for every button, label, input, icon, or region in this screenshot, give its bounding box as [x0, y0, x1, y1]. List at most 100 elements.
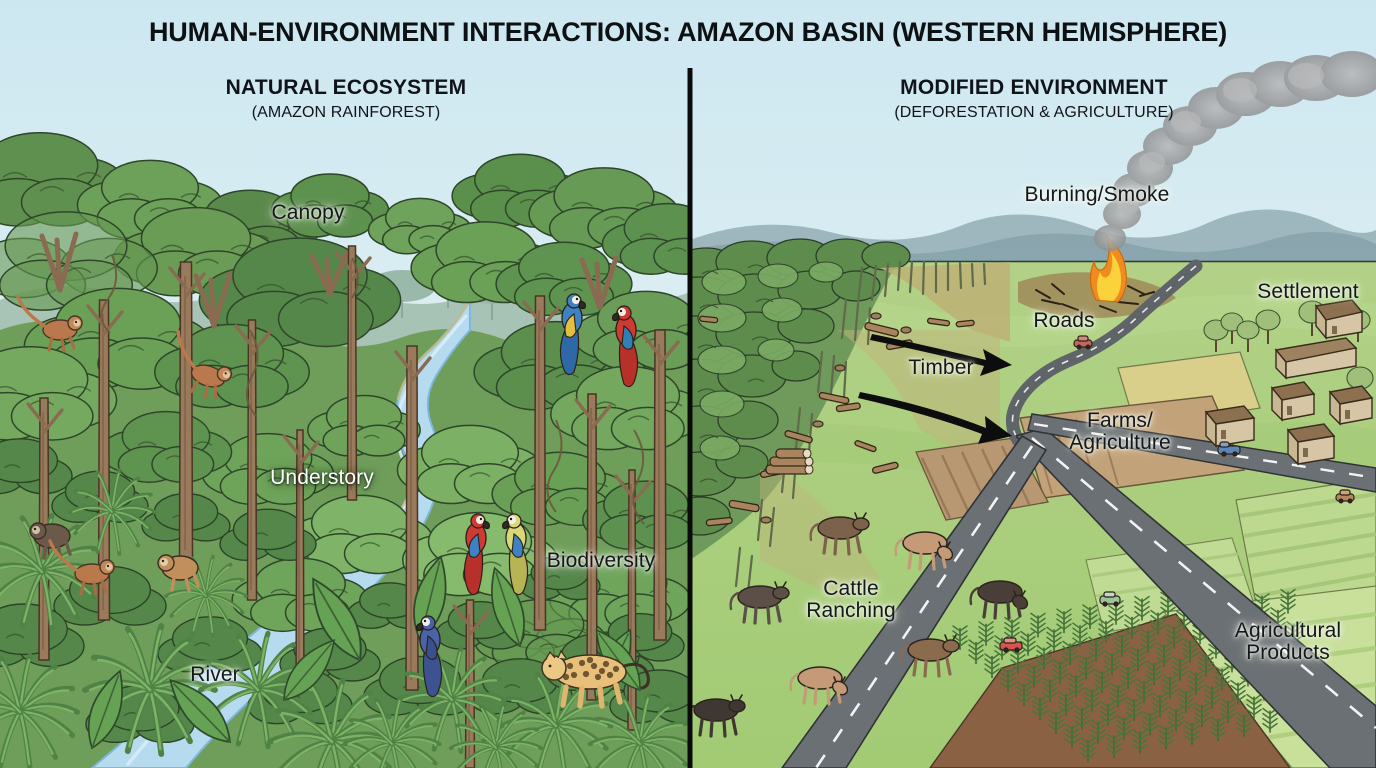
macaw	[463, 513, 490, 596]
emergent-tree-trunk	[193, 271, 233, 329]
crop-plant	[1158, 724, 1174, 750]
crop-plant	[1046, 626, 1062, 652]
crop-plant	[1124, 614, 1140, 639]
crop-plant	[1104, 650, 1120, 676]
crop-plant	[1168, 706, 1184, 732]
crop-plant	[1132, 728, 1148, 754]
understory-bush	[0, 603, 85, 668]
remnant-forest-right	[690, 238, 911, 560]
tree-trunk	[574, 393, 612, 701]
log-pile	[765, 448, 814, 475]
monkey	[48, 539, 115, 597]
crop-plant	[1262, 707, 1278, 733]
left-panel-scene	[0, 131, 690, 768]
crop-plant	[1016, 681, 1032, 706]
cow	[789, 666, 849, 706]
right-panel-heading-sub: (DEFORESTATION & AGRICULTURE)	[894, 104, 1174, 121]
crop-plant	[952, 625, 968, 650]
understory-bush	[609, 669, 690, 724]
monkey	[176, 329, 233, 399]
crop-plant	[1150, 609, 1166, 635]
emergent-tree-trunk	[39, 231, 79, 293]
palm-plant	[342, 695, 442, 768]
left-panel-heading-sub: (AMAZON RAINFOREST)	[251, 104, 441, 121]
crop-plant	[1084, 686, 1100, 712]
crop-plant	[1068, 672, 1084, 698]
page-title: HUMAN-ENVIRONMENT INTERACTIONS: AMAZON B…	[149, 17, 1227, 47]
crop-plant	[968, 639, 984, 664]
crop-plant	[1130, 646, 1146, 671]
deforestation-edge	[699, 260, 1010, 600]
crop-plant	[978, 621, 994, 646]
crop-plant	[1120, 664, 1136, 690]
burning-area	[1018, 51, 1376, 318]
crop-plant	[1136, 678, 1152, 704]
crop-plant	[1090, 719, 1106, 744]
crop-plant	[1126, 696, 1142, 722]
crop-plant	[1036, 644, 1052, 670]
crop-plant	[1106, 733, 1122, 758]
cow	[729, 581, 790, 625]
crop-plant	[1098, 618, 1114, 643]
crop-plant	[1178, 688, 1194, 713]
broad-leaf	[87, 669, 123, 750]
crop-plant	[1182, 637, 1198, 663]
crop-plant	[1142, 710, 1158, 736]
crop-plant	[1080, 737, 1096, 762]
crop-plant	[984, 653, 1000, 678]
right-panel-scene	[690, 51, 1376, 768]
crop-plant	[1048, 709, 1064, 734]
timber-arrows	[858, 334, 1012, 444]
palm-plant	[67, 468, 157, 556]
crop-plant	[1214, 665, 1230, 691]
tree-trunk	[282, 429, 320, 691]
crop-plant	[1280, 588, 1296, 614]
crop-plant	[1026, 663, 1042, 688]
tree-trunk	[168, 261, 206, 561]
cow	[899, 634, 960, 678]
crop-plant	[1088, 636, 1104, 662]
tree-trunk	[642, 329, 680, 641]
settlement-cluster	[1203, 299, 1374, 466]
tree-trunk	[334, 245, 372, 501]
macaw	[612, 305, 639, 388]
broad-leaf	[312, 577, 362, 662]
crop-plant	[1094, 668, 1110, 694]
crop-plant	[1100, 700, 1116, 726]
crop-plant	[1246, 693, 1262, 719]
tree-trunk	[522, 295, 560, 631]
crop-plant	[1204, 684, 1220, 709]
crop-plant	[1166, 623, 1182, 649]
crop-plant	[1056, 608, 1072, 634]
macaw	[559, 293, 586, 376]
crop-plant	[1010, 649, 1026, 674]
sloth	[157, 554, 200, 592]
crop-plant	[1210, 716, 1226, 741]
crop-plant	[1156, 642, 1172, 667]
crop-plant	[1152, 692, 1168, 718]
vines	[100, 254, 645, 525]
crop-plant	[1116, 714, 1132, 740]
crop-plant	[1230, 679, 1246, 705]
crop-plant	[1134, 595, 1150, 621]
crop-plant	[1042, 677, 1058, 702]
sloth	[29, 522, 72, 560]
broad-leaf	[169, 679, 232, 744]
monkey	[16, 295, 83, 353]
crop-plant	[1162, 674, 1178, 699]
understory-bush	[141, 492, 231, 542]
cow	[809, 512, 870, 556]
cow	[690, 694, 746, 738]
broad-leaf	[491, 566, 525, 648]
crop-plant	[1078, 654, 1094, 680]
crop-plant	[1184, 720, 1200, 746]
road-network	[781, 259, 1376, 768]
canopy-tree	[491, 451, 629, 527]
crop-plant	[1198, 651, 1214, 677]
canopy-tree	[0, 211, 159, 311]
palm-plant	[164, 554, 248, 638]
crop-plant	[1052, 658, 1068, 684]
right-panel-heading: MODIFIED ENVIRONMENT (DEFORESTATION & AG…	[894, 76, 1173, 122]
crop-plant	[1146, 660, 1162, 685]
